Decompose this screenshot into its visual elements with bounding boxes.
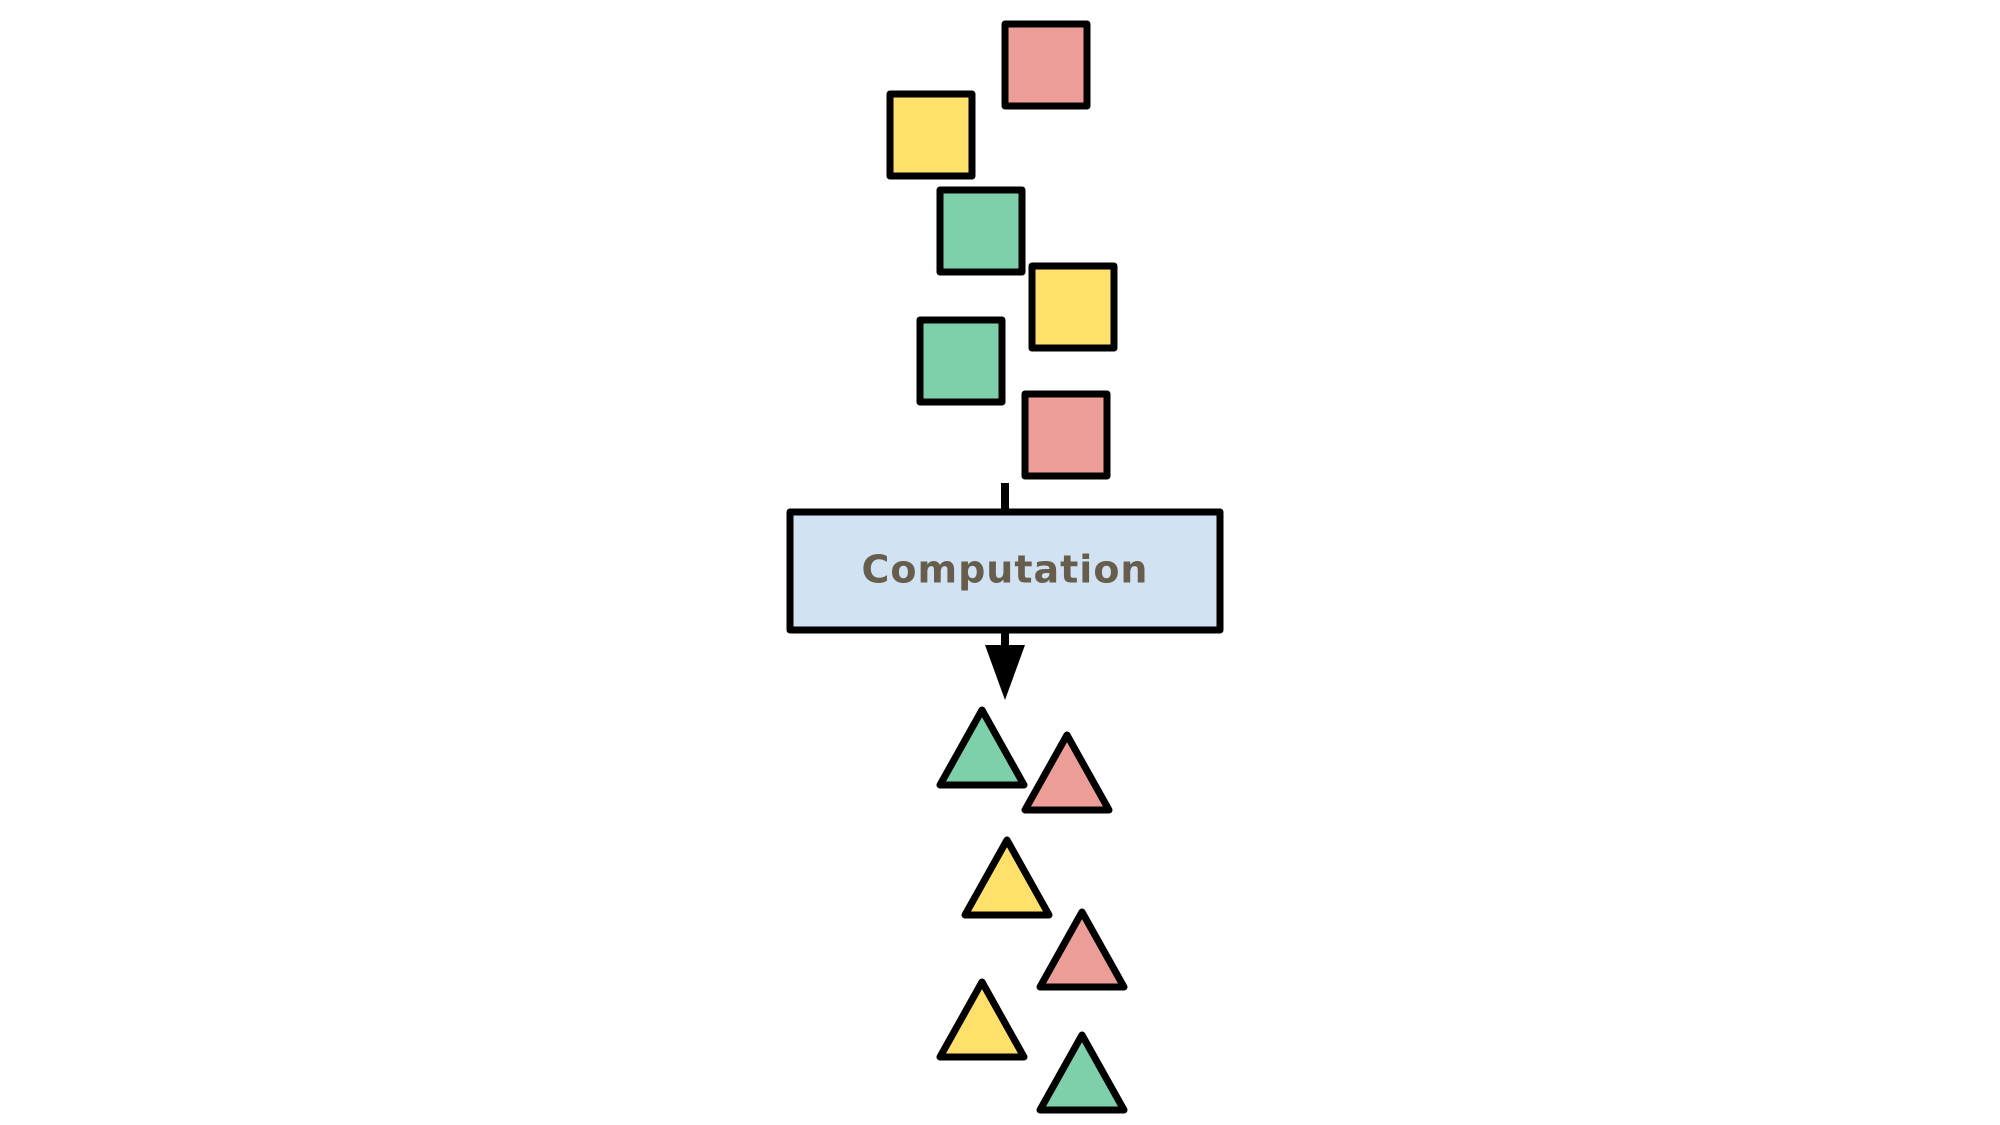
output-triangles <box>936 706 1128 1114</box>
input-square-red <box>1021 390 1111 480</box>
input-square-yellow <box>1028 262 1118 352</box>
input-square-yellow <box>886 90 976 180</box>
input-square-green <box>936 186 1026 276</box>
input-square-red <box>1001 20 1091 110</box>
output-triangle-red <box>1021 731 1113 814</box>
input-squares <box>886 20 1118 480</box>
output-triangle-green <box>936 706 1028 789</box>
input-square-green <box>916 316 1006 406</box>
arrow-head <box>985 645 1025 700</box>
output-triangle-yellow <box>936 978 1028 1061</box>
computation-label: Computation <box>861 548 1148 592</box>
output-triangle-red <box>1036 908 1128 991</box>
output-triangle-yellow <box>961 836 1053 919</box>
output-triangle-green <box>1036 1031 1128 1114</box>
